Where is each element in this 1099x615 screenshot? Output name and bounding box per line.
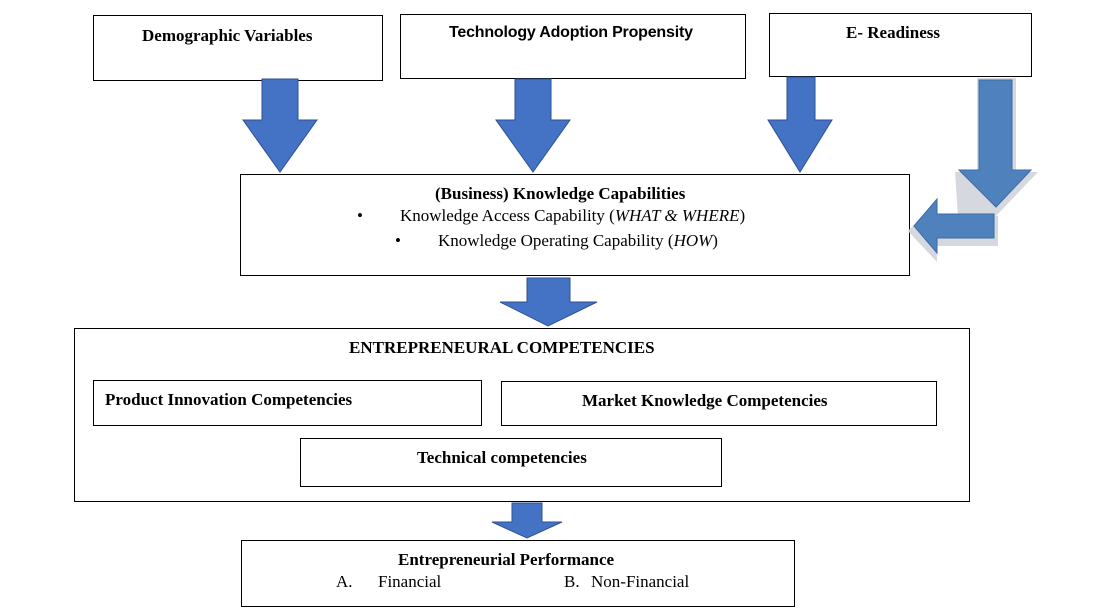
entrepreneurial-performance-title: Entrepreneurial Performance	[398, 550, 615, 569]
arrow-demographic-to-knowledge	[242, 78, 318, 173]
arrow-ereadiness-to-knowledge	[767, 76, 833, 173]
demographic-variables-box: Demographic Variables	[93, 15, 383, 81]
arrow-technology-to-knowledge	[495, 78, 571, 173]
market-knowledge-box: Market Knowledge Competencies	[501, 381, 937, 426]
knowledge-capabilities-box: (Business) Knowledge Capabilities • Know…	[240, 174, 910, 276]
non-financial-marker: B.	[564, 572, 580, 591]
bullet-1: •	[357, 206, 363, 225]
entrepreneurial-competencies-title: ENTREPRENEURAL COMPETENCIES	[349, 338, 655, 357]
arrow-knowledge-to-competencies	[499, 277, 598, 327]
arrow-competencies-to-performance	[491, 502, 563, 539]
product-innovation-label: Product Innovation Competencies	[105, 390, 353, 409]
knowledge-operating-item: Knowledge Operating Capability (HOW)	[438, 231, 718, 250]
bent-arrow-ereadiness	[908, 78, 1038, 262]
bullet-2: •	[395, 231, 401, 250]
financial-marker: A.	[336, 572, 353, 591]
e-readiness-label: E- Readiness	[846, 23, 940, 42]
demographic-variables-label: Demographic Variables	[142, 26, 313, 45]
technical-competencies-box: Technical competencies	[300, 438, 722, 487]
technology-adoption-label: Technology Adoption Propensity	[449, 24, 693, 41]
technology-adoption-box: Technology Adoption Propensity	[400, 14, 746, 79]
product-innovation-box: Product Innovation Competencies	[93, 380, 482, 426]
e-readiness-box: E- Readiness	[769, 13, 1032, 77]
financial-label: Financial	[378, 572, 442, 591]
technical-competencies-label: Technical competencies	[417, 448, 587, 467]
knowledge-capabilities-title: (Business) Knowledge Capabilities	[435, 184, 686, 203]
entrepreneurial-performance-box: Entrepreneurial Performance A. Financial…	[241, 540, 795, 607]
knowledge-access-item: Knowledge Access Capability (WHAT & WHER…	[400, 206, 746, 225]
market-knowledge-label: Market Knowledge Competencies	[582, 391, 828, 410]
non-financial-label: Non-Financial	[591, 572, 690, 591]
